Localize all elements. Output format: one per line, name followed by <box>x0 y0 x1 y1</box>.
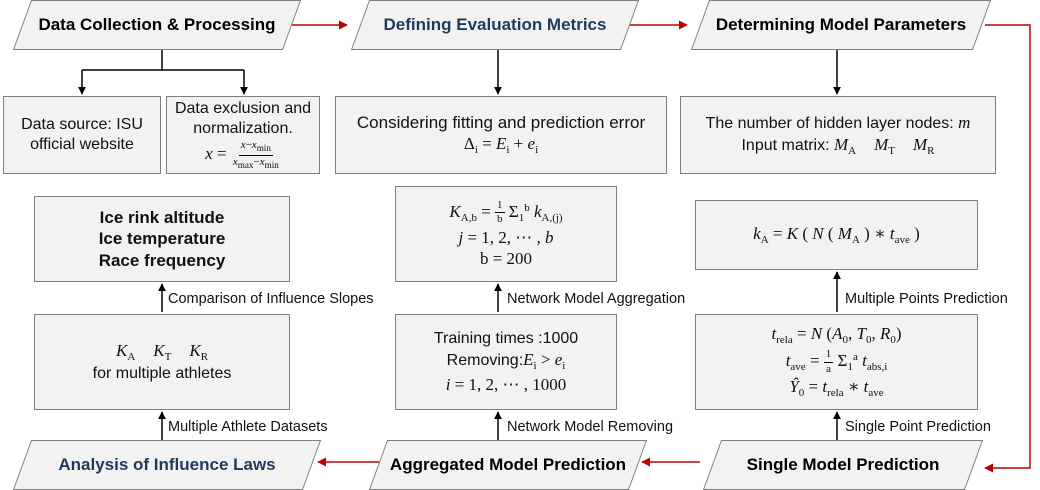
arrow-parameters-to-single <box>984 24 1031 473</box>
label-single-point: Single Point Prediction <box>845 419 991 435</box>
stage-influence-laws: Analysis of Influence Laws <box>12 440 322 490</box>
stage-data-collection: Data Collection & Processing <box>12 0 302 50</box>
normalization-box: Data exclusion and normalization. x = x−… <box>166 96 320 174</box>
stage-aggregated-prediction: Aggregated Model Prediction <box>368 440 648 490</box>
data-source-box: Data source: ISU official website <box>3 96 161 174</box>
stage-model-parameters: Determining Model Parameters <box>690 0 992 50</box>
label-network-aggregation: Network Model Aggregation <box>507 291 686 307</box>
training-box: Training times :1000 Removing:Ei > ei i … <box>395 314 617 410</box>
label-comparison-slopes: Comparison of Influence Slopes <box>168 291 374 307</box>
label-network-removing: Network Model Removing <box>507 419 674 435</box>
delta-formula: Δi = Ei + ei <box>463 134 539 157</box>
ka-formula-box: kA = K ( N ( MA ) ∗ tave ) <box>695 200 978 270</box>
label-multiple-datasets: Multiple Athlete Datasets <box>168 419 328 435</box>
fitting-error-box: Considering fitting and prediction error… <box>335 96 667 174</box>
label-multiple-points: Multiple Points Prediction <box>845 291 1008 307</box>
influence-factors-box: Ice rink altitude Ice temperature Race f… <box>34 196 290 282</box>
hidden-nodes-box: The number of hidden layer nodes: m Inpu… <box>680 96 996 174</box>
arrow-collection-branch <box>82 50 244 71</box>
stage-single-prediction: Single Model Prediction <box>702 440 984 490</box>
stage-defining-metrics: Defining Evaluation Metrics <box>350 0 640 50</box>
